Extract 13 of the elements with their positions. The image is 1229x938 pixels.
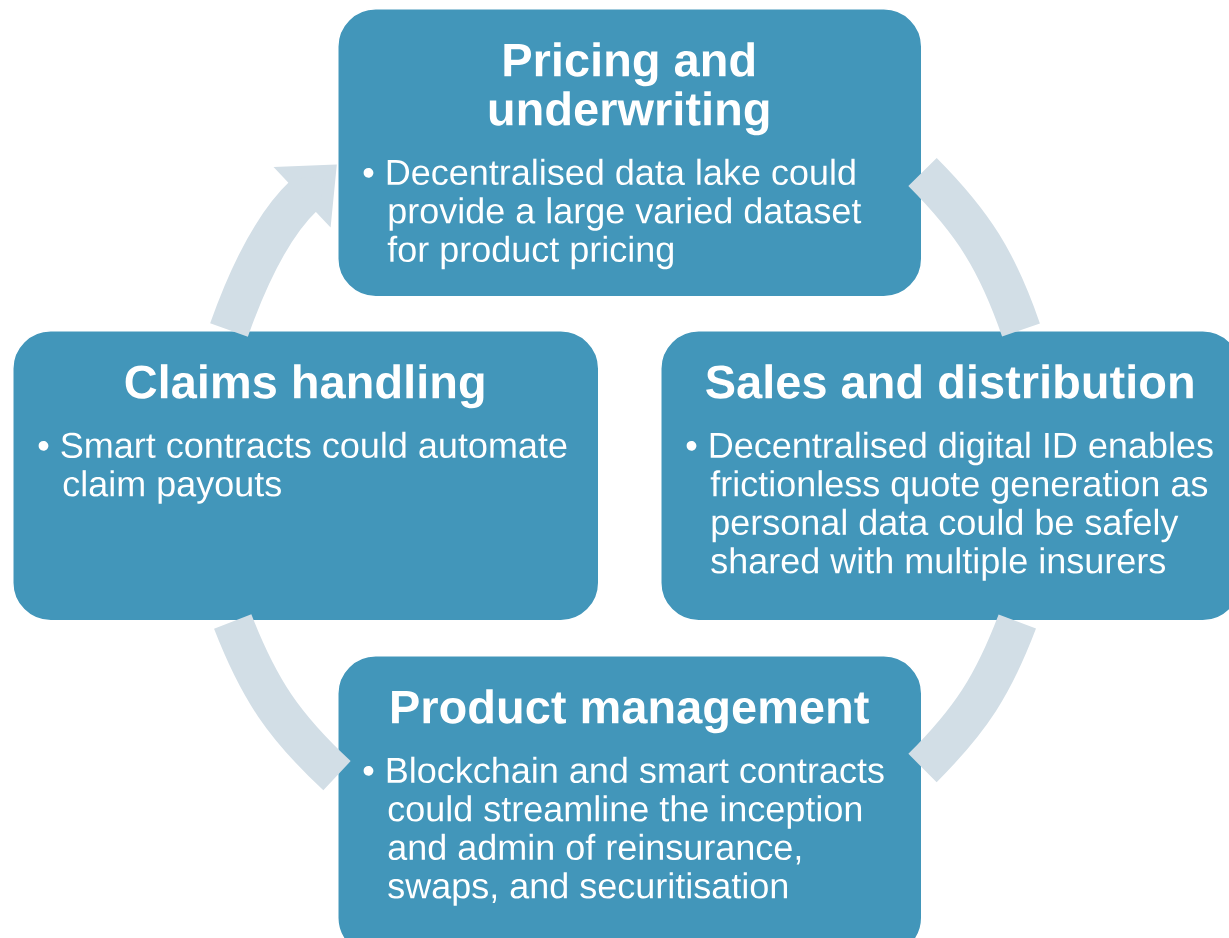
cycle-arrow (210, 164, 337, 337)
bullet-text: • Smart contracts could automate claim payouts (38, 431, 567, 504)
bullet-text: • Decentralised data lake could provide a large varied dataset for product pricing (363, 158, 862, 270)
bullet-text: • Decentralised digital ID enables frictionless quote generation as personal data could be safely shared with multiple insurers (686, 431, 1213, 581)
process-box (337, 655, 923, 938)
bullet-text: • Blockchain and smart contracts could streamline the inception and admin of reinsurance, swaps, and securitisation (363, 756, 884, 906)
box-heading: Pricing and underwriting (489, 42, 769, 136)
box-heading: Sales and distribution (706, 364, 1193, 399)
box-heading: Claims handling (125, 364, 484, 409)
process-box (337, 8, 923, 298)
process-box (12, 330, 600, 622)
process-box (660, 330, 1229, 622)
box-heading: Product management (392, 689, 869, 734)
